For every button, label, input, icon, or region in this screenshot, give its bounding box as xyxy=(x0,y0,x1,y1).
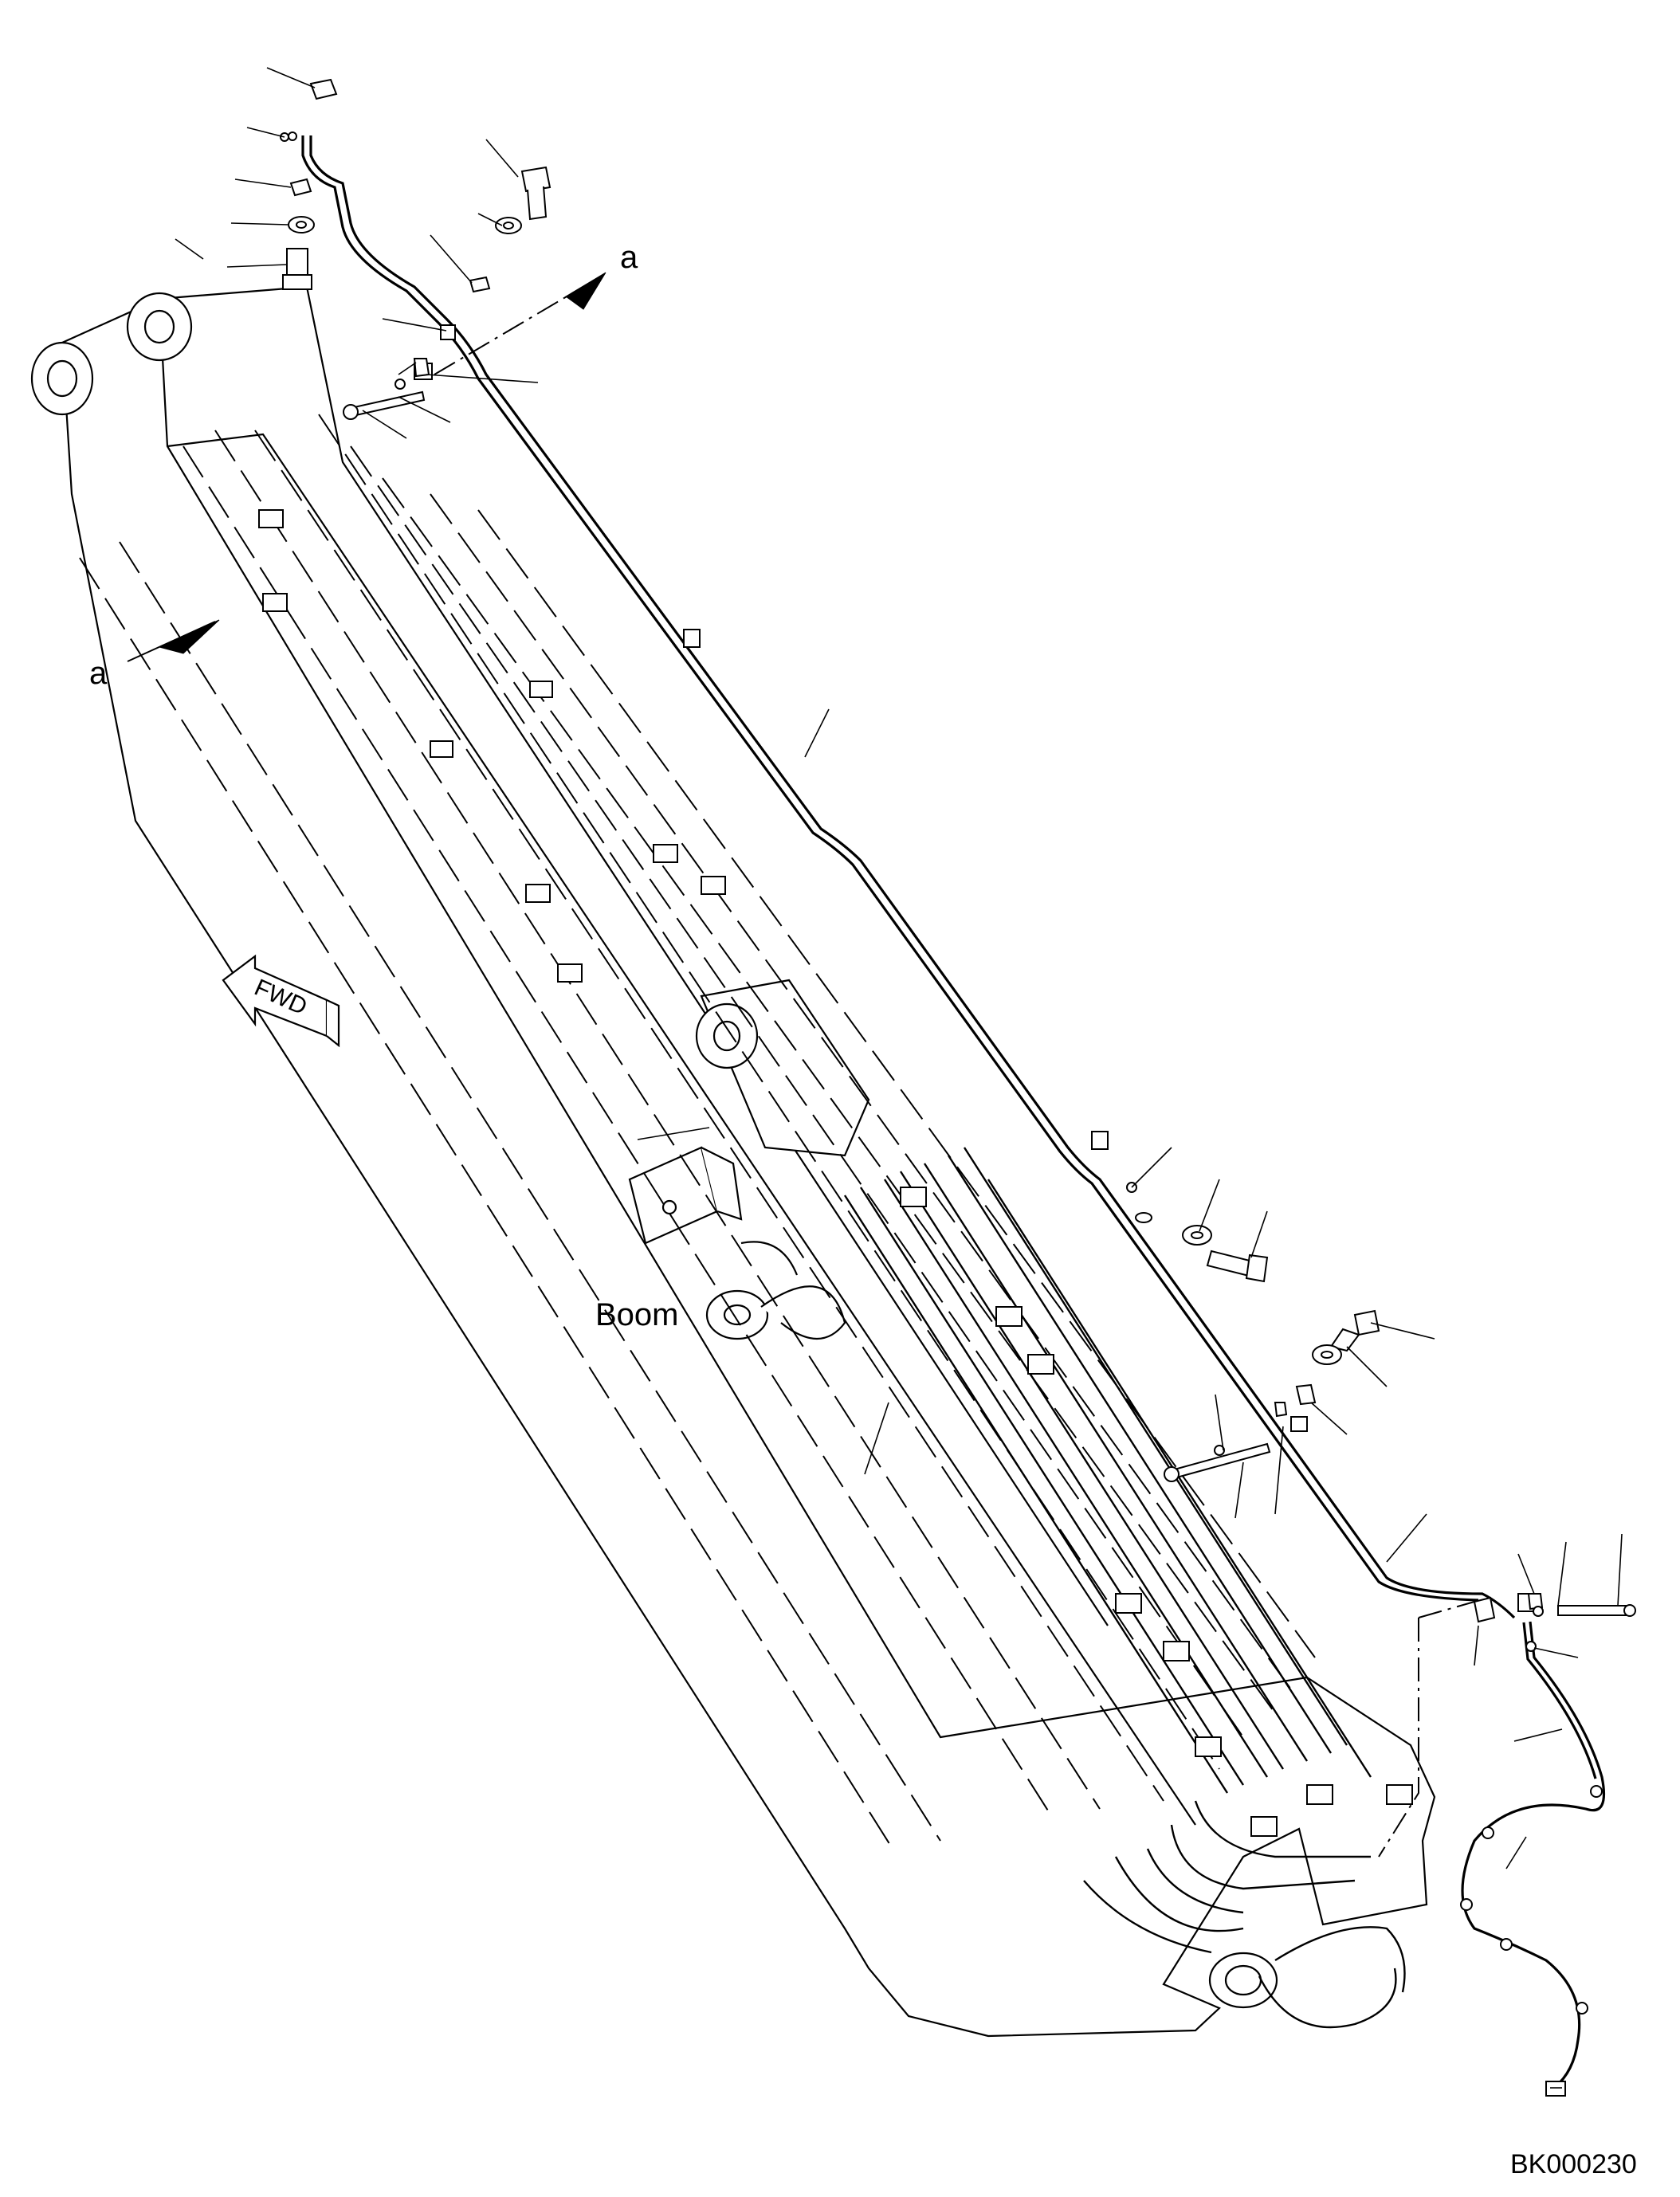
boom-tip-pin xyxy=(1208,1952,1278,2009)
boom-body xyxy=(61,285,1436,2038)
drawing-code: BK000230 xyxy=(1510,2149,1637,2179)
mid-bolt-group xyxy=(1126,1182,1269,1283)
end-bolt-group xyxy=(1473,1593,1636,1623)
fwd-direction-arrow: FWD xyxy=(222,954,340,1048)
lower-bolt-group xyxy=(1164,1309,1380,1482)
boom-label: Boom xyxy=(595,1297,679,1332)
view-a-arrow-top xyxy=(434,272,606,375)
end-hose xyxy=(1461,1621,1606,2089)
arm-cylinder-bracket xyxy=(695,979,870,1157)
hydraulic-pipe-bundle xyxy=(843,1147,1406,2029)
external-hose-pipe xyxy=(301,135,1516,1619)
top-fittings-group xyxy=(280,78,338,290)
view-a-arrow-left xyxy=(127,619,220,662)
end-hose-fittings xyxy=(1460,1641,1603,2097)
boom-foot-pin-bosses xyxy=(30,292,193,416)
top-bolt-group xyxy=(343,166,551,420)
leader-lines xyxy=(175,67,1623,2089)
boom-angle-sensor xyxy=(705,1241,846,1340)
pipe-clamps xyxy=(258,509,1413,1837)
side-bracket-box xyxy=(628,1146,743,1245)
view-a-label-top: a xyxy=(620,240,638,275)
detail-boundary-dashdot xyxy=(1378,1601,1475,1858)
view-a-label-left: a xyxy=(89,656,108,691)
external-pipe-clamps xyxy=(414,324,1537,1612)
